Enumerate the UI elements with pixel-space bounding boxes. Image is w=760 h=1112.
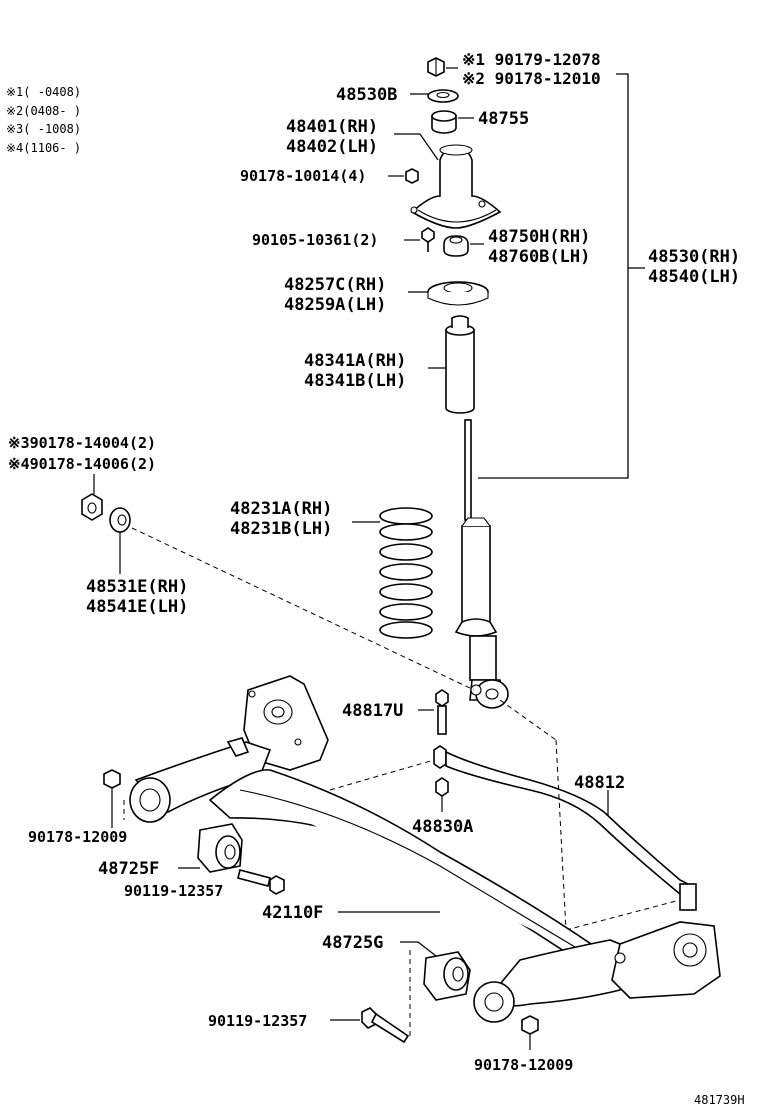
label-48341b-lh: 48341B(LH)	[304, 371, 406, 391]
dust-boot-drawing	[445, 315, 475, 414]
label-90178-14006: ※490178-14006(2)	[8, 455, 156, 473]
bolt-90105-10361-drawing	[421, 227, 435, 252]
label-48231b-lh: 48231B(LH)	[230, 519, 332, 539]
coil-spring-drawing	[379, 507, 433, 639]
label-48530b: 48530B	[336, 85, 397, 105]
nut-90178-10014-drawing	[405, 168, 419, 184]
top-nut-drawing	[427, 57, 445, 77]
shock-absorber-drawing	[454, 419, 509, 709]
label-42110f: 42110F	[262, 903, 323, 923]
label-48830a: 48830A	[412, 817, 473, 837]
label-90178-14004: ※390178-14004(2)	[8, 434, 156, 452]
note-1: ※1( -0408)	[6, 85, 81, 99]
label-48725f: 48725F	[98, 859, 159, 879]
strut-assembly-bracket	[478, 73, 645, 479]
bumper-48750h-drawing	[443, 235, 469, 257]
bolt-90119-12357-bottom-drawing	[361, 1007, 410, 1044]
washer-48531e-drawing	[109, 507, 131, 533]
label-48812: 48812	[574, 773, 625, 793]
label-48231a-rh: 48231A(RH)	[230, 499, 332, 519]
washer-48530b-drawing	[427, 89, 459, 103]
label-48817u: 48817U	[342, 701, 403, 721]
upper-support-drawing	[410, 144, 502, 229]
label-48257c-rh: 48257C(RH)	[284, 275, 386, 295]
bolt-90119-12357-left-drawing	[237, 869, 285, 895]
stabilizer-bar-drawing	[433, 745, 697, 911]
label-48401-rh: 48401(RH)	[286, 117, 378, 137]
collar-48755-drawing	[431, 110, 457, 134]
label-90178-10014: 90178-10014(4)	[240, 167, 366, 185]
nut-48830a-drawing	[435, 777, 449, 797]
variant-notes: ※1( -0408) ※2(0408- ) ※3( -1008) ※4(1106…	[6, 85, 81, 155]
nut-90178-12009-left-drawing	[103, 769, 121, 789]
label-90119-12357-bottom: 90119-12357	[208, 1012, 307, 1030]
label-90178-12009-bottom: 90178-12009	[474, 1056, 573, 1074]
label-48541e-lh: 48541E(LH)	[86, 597, 188, 617]
label-48530-rh: 48530(RH)	[648, 247, 740, 267]
axle-beam-drawing	[129, 675, 721, 1023]
note-4: ※4(1106- )	[6, 141, 81, 155]
label-48750h-rh: 48750H(RH)	[488, 227, 590, 247]
bushing-48725f-drawing	[197, 823, 243, 873]
label-90119-12357-left: 90119-12357	[124, 882, 223, 900]
bolt-48817u-drawing	[435, 689, 449, 735]
label-90178-12010: ※2 90178-12010	[462, 69, 601, 88]
nut-90178-12009-bottom-drawing	[521, 1015, 539, 1035]
bushing-48725g-drawing	[423, 951, 471, 1001]
note-2: ※2(0408- )	[6, 104, 81, 118]
label-48725g: 48725G	[322, 933, 383, 953]
nut-90178-14004-drawing	[81, 493, 103, 521]
note-3: ※3( -1008)	[6, 122, 81, 136]
label-48259a-lh: 48259A(LH)	[284, 295, 386, 315]
label-48755: 48755	[478, 109, 529, 129]
label-90105-10361: 90105-10361(2)	[252, 231, 378, 249]
label-90179-12078: ※1 90179-12078	[462, 50, 601, 69]
label-48402-lh: 48402(LH)	[286, 137, 378, 157]
spring-seat-drawing	[427, 281, 489, 306]
label-48540-lh: 48540(LH)	[648, 267, 740, 287]
label-90178-12009-left: 90178-12009	[28, 828, 127, 846]
label-48341a-rh: 48341A(RH)	[304, 351, 406, 371]
label-48760b-lh: 48760B(LH)	[488, 247, 590, 267]
figure-id: 481739H	[694, 1093, 745, 1107]
label-48531e-rh: 48531E(RH)	[86, 577, 188, 597]
